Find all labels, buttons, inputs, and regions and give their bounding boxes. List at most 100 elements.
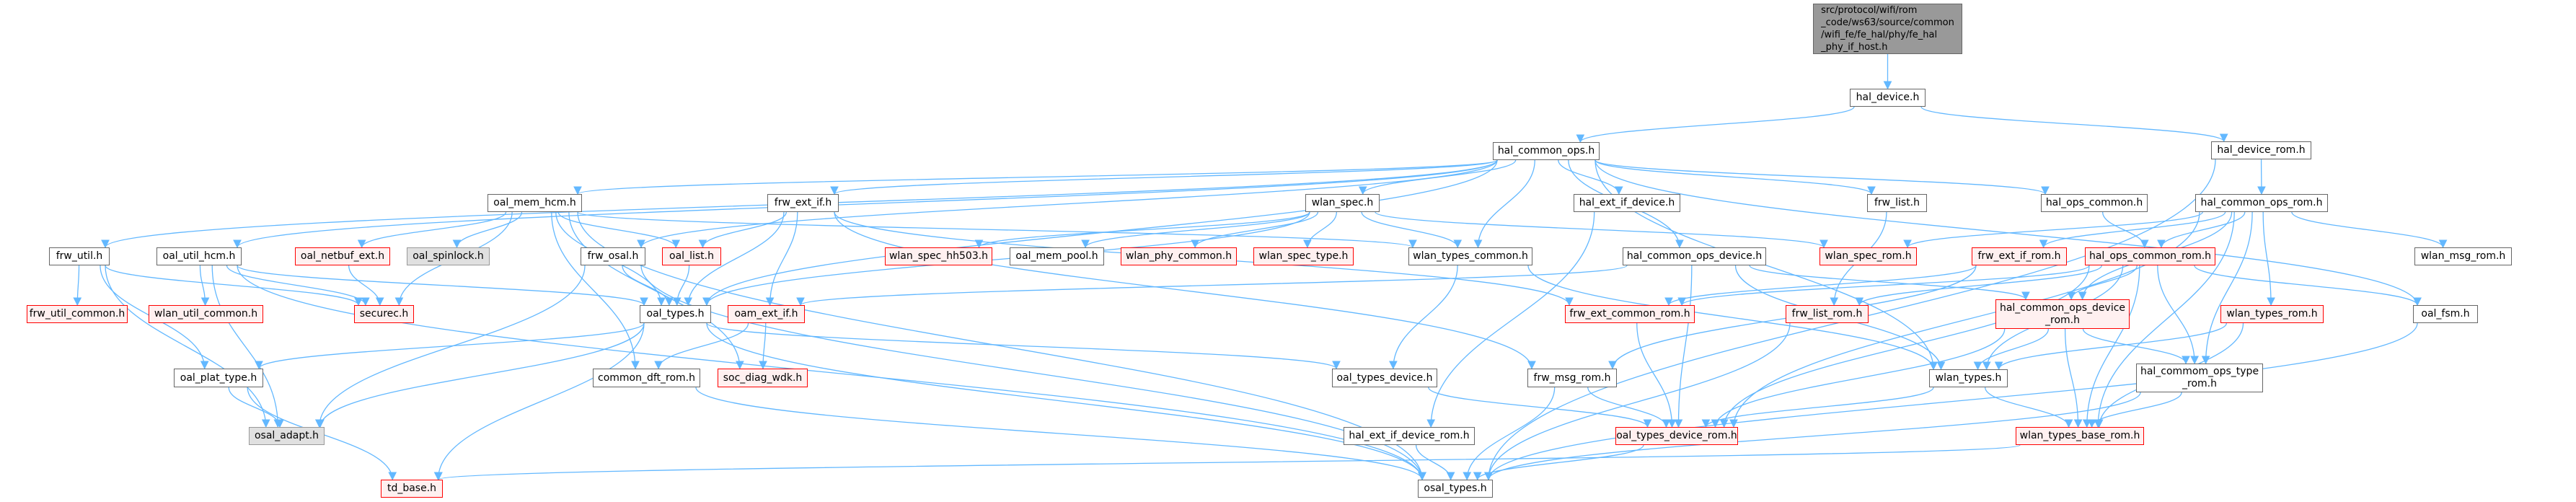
node-hal-ext-if-device-rom[interactable]: hal_ext_if_device_rom.h [1344,427,1475,445]
node-frw-list[interactable]: frw_list.h [1867,194,1927,212]
node-frw-ext-if-rom[interactable]: frw_ext_if_rom.h [1972,247,2067,265]
node-hal-common-ops-device-rom[interactable]: hal_common_ops_device _rom.h [1995,299,2130,329]
edge-frw-util-to-osal-adapt [105,265,270,428]
node-hal-ops-common-rom[interactable]: hal_ops_common_rom.h [2085,247,2215,265]
edge-hal-device-to-hal-device-rom [1920,106,2228,143]
edge-oal-util-hcm-to-wlan-util-common [199,265,210,307]
edge-frw-ext-if-to-oal-types [684,211,785,307]
edge-oal-types-device-rom-to-osal-types [1473,444,1644,481]
edge-hal-common-ops-rom-to-wlan-spec-rom [1903,211,2203,249]
edge-hal-common-ops-device-rom-to-hal-commom-ops-type-rom [2082,328,2190,365]
edge-frw-ext-common-rom-to-oal-types-device-rom [1636,322,1677,428]
edge-hal-common-ops-to-frw-ext-if [830,159,1498,195]
edge-oal-netbuf-ext-to-securec [348,265,384,307]
edge-hal-device-to-hal-common-ops [1576,106,1855,144]
node-oal-plat-type[interactable]: oal_plat_type.h [174,369,263,387]
node-oal-spinlock[interactable]: oal_spinlock.h [407,247,490,265]
edge-wlan-spec-to-wlan-spec-type [1303,211,1338,249]
node-hal-device-rom[interactable]: hal_device_rom.h [2211,141,2311,159]
edge-oal-mem-hcm-to-oal-spinlock [452,211,523,249]
edge-frw-msg-rom-to-osal-types [1463,387,1556,481]
edge-frw-ext-if-to-oal-list [698,211,787,249]
node-hal-common-ops-device[interactable]: hal_common_ops_device.h [1623,247,1766,265]
node-wlan-types-rom[interactable]: wlan_types_rom.h [2220,305,2324,323]
edge-oal-mem-hcm-to-soc-diag-wdk [568,211,744,370]
edge-hal-common-ops-rom-to-hal-ops-common-rom [2157,211,2246,249]
node-securec[interactable]: securec.h [354,305,414,323]
node-frw-util-common[interactable]: frw_util_common.h [27,305,128,323]
edge-common-dft-rom-to-osal-types [695,387,1426,481]
edge-hal-common-ops-to-oal-util-hcm [233,159,1498,249]
node-common-dft-rom[interactable]: common_dft_rom.h [593,369,700,387]
node-oam-ext-if[interactable]: oam_ext_if.h [728,305,805,323]
node-wlan-spec-type[interactable]: wlan_spec_type.h [1253,247,1354,265]
node-frw-ext-common-rom[interactable]: frw_ext_common_rom.h [1565,305,1695,323]
edge-hal-common-ops-rom-to-wlan-msg-rom [2291,211,2448,249]
node-frw-util[interactable]: frw_util.h [49,247,110,265]
edge-hal-common-ops-rom-to-hal-commom-ops-type-rom [2201,211,2253,365]
node-wlan-spec[interactable]: wlan_spec.h [1305,194,1380,212]
node-oal-mem-hcm[interactable]: oal_mem_hcm.h [488,194,582,212]
edge-hal-ops-common-rom-to-frw-ext-common-rom [1677,265,2090,307]
node-frw-ext-if[interactable]: frw_ext_if.h [767,194,839,212]
edge-frw-list-rom-to-osal-types [1484,322,1791,481]
node-osal-types[interactable]: osal_types.h [1418,480,1493,498]
edge-hal-common-ops-device-to-oal-types-device-rom [1674,265,1693,428]
edge-wlan-types-to-wlan-types-base-rom [1985,387,2073,428]
node-oal-mem-pool[interactable]: oal_mem_pool.h [1010,247,1104,265]
edge-frw-osal-to-oal-types [622,265,674,307]
node-wlan-types-base-rom[interactable]: wlan_types_base_rom.h [2016,427,2144,445]
edge-hal-common-ops-device-to-oam-ext-if [796,265,1628,307]
node-hal-commom-ops-type-rom[interactable]: hal_commom_ops_type _rom.h [2136,364,2263,392]
node-wlan-types[interactable]: wlan_types.h [1929,369,2008,387]
node-oal-types-device-rom[interactable]: oal_types_device_rom.h [1615,427,1738,445]
node-hal-common-ops-rom[interactable]: hal_common_ops_rom.h [2195,194,2328,212]
node-oal-netbuf-ext[interactable]: oal_netbuf_ext.h [295,247,390,265]
edge-oal-types-to-osal-adapt [316,322,645,428]
edge-oal-types-to-osal-types [706,322,1426,481]
edge-hal-commom-ops-type-rom-to-wlan-types-base-rom [2087,392,2182,428]
node-hal-device[interactable]: hal_device.h [1850,89,1926,107]
edge-wlan-types-to-oal-types-device-rom [1701,387,1934,428]
edge-hal-common-ops-to-frw-osal [637,159,1498,249]
edge-oal-mem-hcm-to-oal-netbuf-ext [357,211,507,249]
node-osal-adapt[interactable]: osal_adapt.h [249,427,325,445]
edge-frw-ext-if-to-oam-ext-if [765,211,798,307]
edge-hal-ops-common-to-hal-ops-common-rom [2101,211,2149,249]
node-frw-osal[interactable]: frw_osal.h [581,247,645,265]
node-frw-list-rom[interactable]: frw_list_rom.h [1786,305,1869,323]
edge-oal-plat-type-to-osal-adapt [228,387,284,428]
node-wlan-util-common[interactable]: wlan_util_common.h [149,305,263,323]
edge-hal-ops-common-rom-to-oal-types-device-rom [1719,265,2090,428]
edge-oal-util-hcm-to-oal-types [237,265,648,307]
node-soc-diag-wdk[interactable]: soc_diag_wdk.h [718,369,808,387]
node-wlan-spec-rom[interactable]: wlan_spec_rom.h [1819,247,1917,265]
node-hal-ext-if-device[interactable]: hal_ext_if_device.h [1574,194,1680,212]
edge-oam-ext-if-to-soc-diag-wdk [759,322,767,370]
node-wlan-types-common[interactable]: wlan_types_common.h [1408,247,1532,265]
node-oal-list[interactable]: oal_list.h [662,247,721,265]
node-oal-util-hcm[interactable]: oal_util_hcm.h [156,247,242,265]
node-hal-ops-common[interactable]: hal_ops_common.h [2041,194,2148,212]
edge-hal-ops-common-rom-to-frw-list-rom [1855,265,2102,307]
node-wlan-phy-common[interactable]: wlan_phy_common.h [1121,247,1237,265]
edge-wlan-spec-to-wlan-types-common [1361,211,1463,249]
node-frw-msg-rom[interactable]: frw_msg_rom.h [1527,369,1617,387]
edge-oal-mem-hcm-to-oal-list [557,211,681,249]
node-hal-common-ops[interactable]: hal_common_ops.h [1493,142,1600,160]
edge-hal-ext-if-device-to-hal-ext-if-device-rom [1426,211,1595,428]
edge-oal-list-to-oal-types [672,265,690,307]
node-oal-types-device[interactable]: oal_types_device.h [1332,369,1437,387]
edge-hal-common-ops-to-frw-list [1594,159,1876,195]
node-oal-types[interactable]: oal_types.h [640,305,711,323]
node-root[interactable]: src/protocol/wifi/rom _code/ws63/source/… [1813,4,1962,54]
edge-frw-util-to-securec [105,265,363,307]
edge-wlan-spec-to-oal-types [702,211,1310,307]
node-wlan-msg-rom[interactable]: wlan_msg_rom.h [2414,247,2512,265]
node-td-base[interactable]: td_base.h [381,480,443,498]
edge-hal-common-ops-device-rom-to-wlan-types-base-rom [2064,328,2083,428]
node-oal-fsm[interactable]: oal_fsm.h [2413,305,2478,323]
edge-oal-types-to-td-base [433,322,645,481]
node-wlan-spec-hh503[interactable]: wlan_spec_hh503.h [885,247,992,265]
